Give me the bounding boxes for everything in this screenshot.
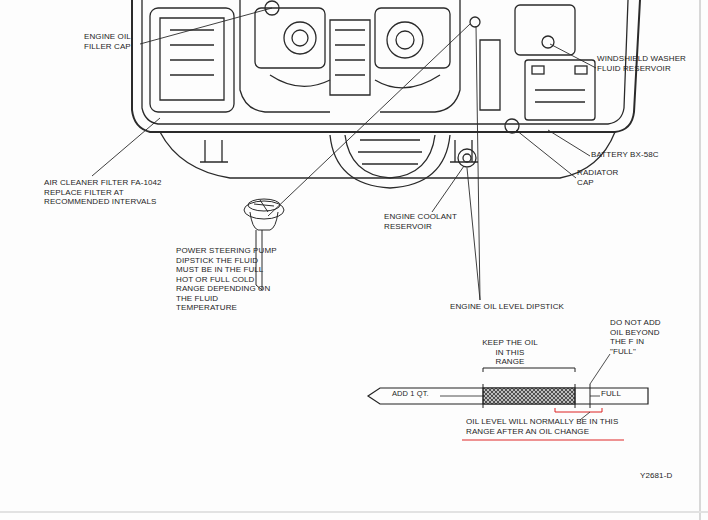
drawing-path	[358, 140, 422, 164]
drawing-path	[240, 0, 460, 112]
dipstick-mark: ADD 1 QT.	[392, 389, 429, 399]
drawing-line	[590, 384, 591, 408]
drawing-path	[254, 200, 274, 212]
drawing-path	[535, 90, 585, 102]
drawing-path	[160, 18, 224, 100]
dipstick-mark: FULL	[600, 389, 622, 399]
drawing-rect	[575, 66, 587, 74]
drawing-circle	[387, 22, 423, 58]
part-label: RADIATOR CAP	[577, 168, 627, 187]
scan-edge	[699, 0, 701, 520]
drawing-rect	[515, 5, 575, 55]
drawing-line	[140, 8, 272, 44]
drawing-path	[330, 135, 450, 188]
range-note: KEEP THE OIL IN THIS RANGE	[482, 338, 538, 367]
part-label: POWER STEERING PUMP DIPSTICK THE FLUID M…	[176, 246, 280, 313]
drawing-line	[432, 166, 464, 212]
drawing-line	[440, 396, 483, 397]
drawing-rect	[483, 388, 575, 404]
drawing-path	[345, 135, 435, 178]
drawing-circle	[470, 17, 480, 27]
warning-note: DO NOT ADD OIL BEYOND THE F IN "FULL"	[610, 318, 672, 356]
drawing-circle	[292, 30, 308, 46]
drawing-path	[250, 212, 278, 230]
part-label: ENGINE OIL LEVEL DIPSTICK	[450, 302, 610, 312]
drawing-circle	[265, 1, 279, 15]
drawing-line	[476, 26, 480, 300]
part-label: ENGINE OIL FILLER CAP	[84, 32, 146, 51]
scan-edge	[0, 511, 708, 513]
drawing-circle	[542, 36, 554, 48]
oil-dipstick	[368, 354, 648, 440]
drawing-path	[483, 368, 575, 372]
drawing-path	[330, 20, 370, 95]
drawing-path	[200, 140, 228, 162]
drawing-line	[550, 44, 596, 68]
engine-compartment	[132, 0, 640, 188]
drawing-line	[462, 439, 624, 440]
drawing-path	[335, 30, 365, 75]
drawing-line	[92, 118, 160, 176]
drawing-path	[368, 388, 648, 404]
part-label: ENGINE COOLANT RESERVOIR	[384, 212, 464, 231]
drawing-path	[480, 40, 500, 110]
drawing-rect	[532, 66, 544, 74]
part-label: WINDSHIELD WASHER FLUID RESERVOIR	[597, 54, 703, 73]
drawing-line	[548, 130, 590, 156]
drawing-circle	[463, 154, 471, 162]
drawing-line	[467, 168, 480, 300]
drawing-circle	[458, 149, 476, 167]
drawing-rect	[525, 60, 595, 120]
leader-lines	[92, 8, 596, 300]
drawing-circle	[396, 31, 414, 49]
drawing-rect	[150, 8, 234, 112]
drawing-path	[132, 0, 640, 132]
drawing-path	[170, 30, 214, 75]
part-label: BATTERY BX-58C	[591, 150, 701, 160]
drawing-line	[590, 354, 610, 384]
drawing-path	[555, 408, 602, 412]
drawing-line	[268, 24, 470, 216]
range-note: OIL LEVEL WILL NORMALLY BE IN THIS RANGE…	[466, 417, 631, 436]
drawing-rect	[375, 8, 450, 68]
drawing-line	[575, 384, 576, 408]
drawing-line	[516, 130, 576, 178]
part-label: AIR CLEANER FILTER FA-1042 REPLACE FILTE…	[44, 178, 162, 207]
drawing-circle	[284, 22, 316, 54]
drawing-ellipse	[244, 201, 284, 219]
figure-number: Y2681-D	[640, 471, 700, 481]
drawing-rect	[255, 8, 325, 68]
drawing-path	[450, 140, 478, 162]
